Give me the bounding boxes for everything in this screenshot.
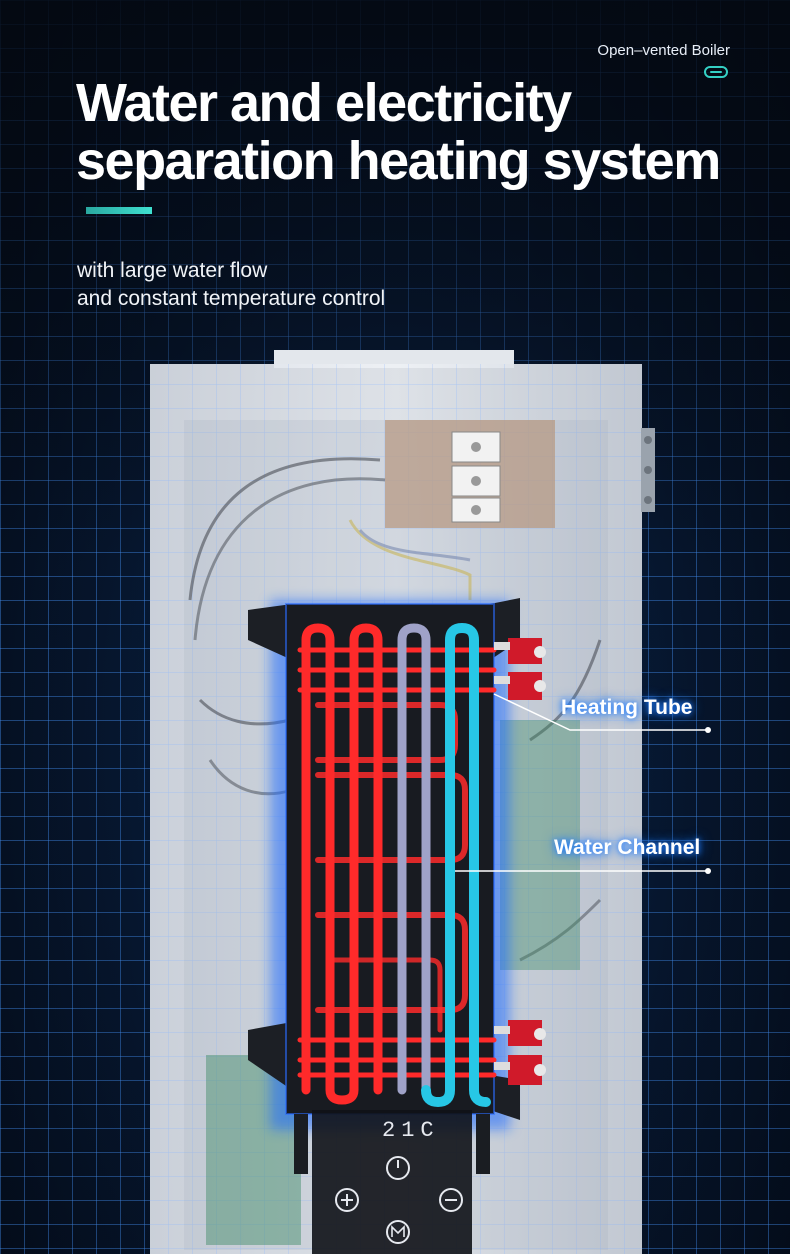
outlet-pipe-right	[476, 1114, 490, 1174]
water-channel-tubes	[421, 622, 491, 1108]
water-channel-label: Water Channel	[554, 836, 701, 859]
subtitle-line-2: and constant temperature control	[77, 287, 386, 310]
side-bracket	[641, 428, 655, 512]
headline-line-1: Water and electricity	[76, 73, 572, 133]
power-button[interactable]	[386, 1156, 410, 1180]
subtitle-line-1: with large water flow	[77, 259, 268, 282]
heater-terminals-top	[494, 638, 546, 700]
headline: Water and electricity separation heating…	[76, 73, 721, 191]
control-board-right	[500, 720, 580, 970]
display-readout: 21C	[382, 1118, 440, 1143]
heater-terminals-bottom	[494, 1020, 546, 1085]
minus-button[interactable]	[439, 1188, 463, 1212]
mode-button[interactable]	[386, 1220, 410, 1244]
pill-icon	[704, 66, 728, 78]
heating-tube-label: Heating Tube	[561, 696, 693, 719]
subtitle: with large water flow and constant tempe…	[77, 257, 385, 313]
mixed-tube	[397, 623, 431, 1095]
accent-bar	[86, 207, 152, 214]
headline-line-2: separation heating system	[76, 131, 721, 191]
water-channel-leader	[455, 868, 711, 874]
case-top-lid	[274, 350, 514, 368]
terminal-block	[385, 420, 555, 528]
plus-button[interactable]	[335, 1188, 359, 1212]
outlet-pipe-left	[294, 1114, 308, 1174]
brand-label: Open–vented Boiler	[597, 42, 730, 59]
heating-tube-leader	[493, 693, 711, 733]
